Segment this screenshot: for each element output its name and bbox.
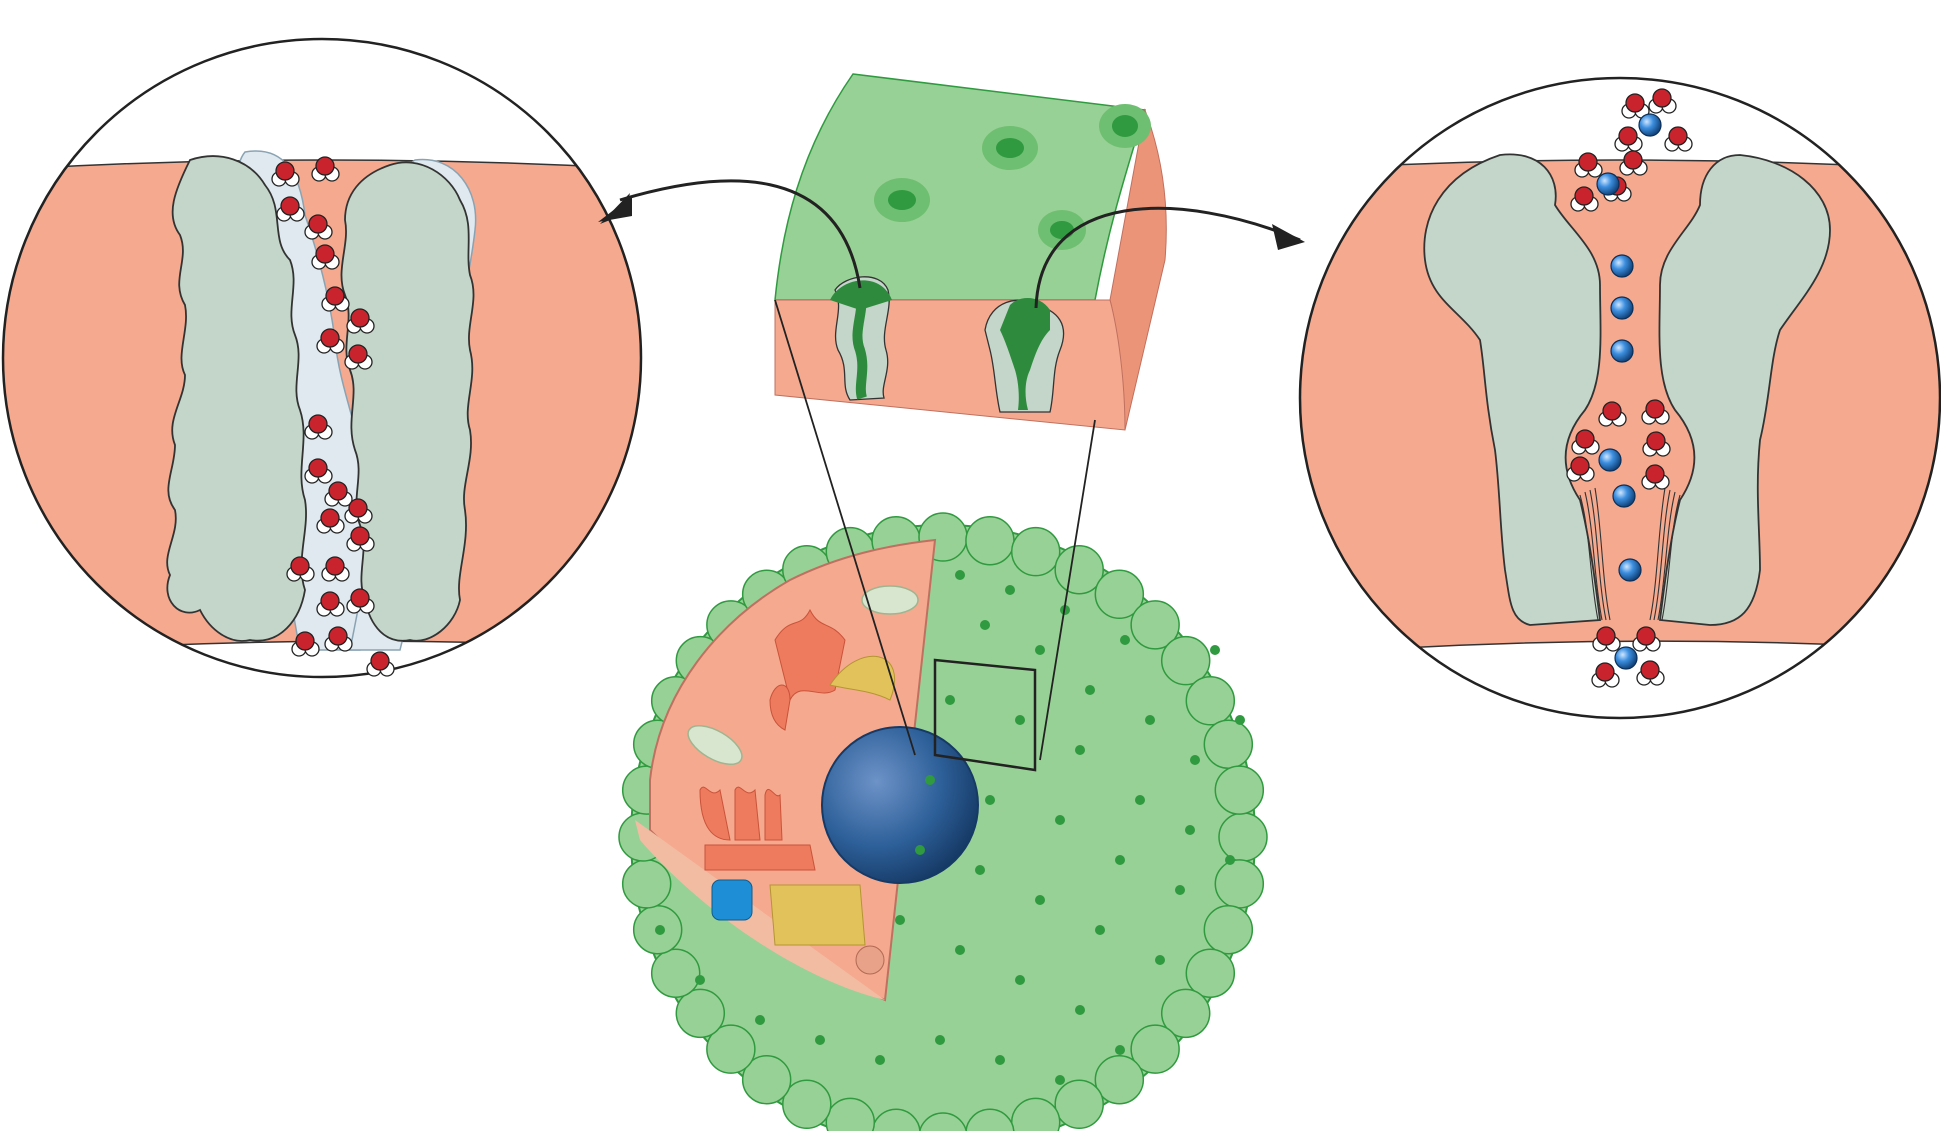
- membrane-protein-dot: [1015, 715, 1025, 725]
- cell-surface-bump: [1203, 904, 1254, 955]
- aquaporin-right-subunit: [340, 161, 475, 642]
- membrane-protein-dot: [1120, 635, 1130, 645]
- cell-surface-bump: [965, 515, 1015, 566]
- cell-surface-bump: [825, 1097, 876, 1131]
- cell-surface-bump: [1160, 635, 1211, 686]
- membrane-protein-dot: [1055, 815, 1065, 825]
- cell-surface-bump: [1094, 1054, 1145, 1105]
- cell-surface-bump: [965, 1108, 1015, 1131]
- cell-surface-bump: [675, 988, 726, 1039]
- membrane-protein-dot: [935, 1035, 945, 1045]
- membrane-protein-dot: [1115, 1045, 1125, 1055]
- aquaporin-left-subunit: [166, 155, 307, 642]
- membrane-protein-dot: [1035, 645, 1045, 655]
- membrane-protein-dot: [1115, 855, 1125, 865]
- membrane-protein-dot: [895, 915, 905, 925]
- membrane-section: [598, 73, 1305, 431]
- ion-channel-zoom: [1298, 76, 1941, 720]
- membrane-protein-dot: [1145, 715, 1155, 725]
- ion-channel-left-subunit: [1423, 153, 1602, 626]
- cell-surface-bump: [1010, 526, 1061, 577]
- extracellular-surface: [774, 73, 1146, 301]
- cell-surface-bump: [1214, 859, 1265, 909]
- cell-surface-bump: [1203, 719, 1254, 770]
- membrane-protein-dot: [1190, 755, 1200, 765]
- cell-surface-bump: [1130, 1024, 1180, 1074]
- membrane-protein-dot: [955, 570, 965, 580]
- cell-surface-bump: [1214, 765, 1265, 815]
- membrane-protein-dot: [955, 945, 965, 955]
- membrane-protein-dot: [925, 775, 935, 785]
- membrane-protein-dot: [1075, 745, 1085, 755]
- cell-surface-bump: [1130, 600, 1180, 650]
- water-channel-zoom: [1, 37, 643, 679]
- membrane-protein-dot: [815, 1035, 825, 1045]
- membrane-protein-dot: [1035, 895, 1045, 905]
- nucleus: [821, 726, 979, 884]
- membrane-protein-dot: [1135, 795, 1145, 805]
- membrane-protein-dot: [1155, 955, 1165, 965]
- cell-surface-bump: [918, 1112, 968, 1131]
- ion-channel-in-membrane: [984, 298, 1065, 413]
- membrane-protein-dot: [915, 845, 925, 855]
- membrane-protein-dot: [655, 925, 665, 935]
- membrane-protein-dot: [1055, 1075, 1065, 1085]
- membrane-protein-dot: [1185, 825, 1195, 835]
- membrane-protein-dot: [875, 1055, 885, 1065]
- membrane-protein-dot: [1015, 975, 1025, 985]
- cell-surface-bump: [1054, 1079, 1104, 1130]
- membrane-protein-dot: [1175, 885, 1185, 895]
- cell-cutaway: [618, 299, 1268, 1131]
- membrane-protein-dot: [995, 1055, 1005, 1065]
- cell-surface-bump: [782, 1079, 832, 1130]
- cell-surface-bump: [1054, 544, 1104, 595]
- cell-surface-bump: [621, 859, 672, 909]
- membrane-protein-dot: [695, 975, 705, 985]
- cell-surface-bump: [1160, 988, 1211, 1039]
- cell-surface-bump: [871, 1108, 921, 1131]
- cell-surface-bump: [741, 1054, 792, 1105]
- aquaporin-in-membrane: [830, 276, 892, 401]
- cell-surface-bump: [1185, 948, 1236, 998]
- membrane-protein-dot: [975, 865, 985, 875]
- membrane-protein-dot: [1075, 1005, 1085, 1015]
- cell-surface-bump: [1218, 812, 1268, 862]
- membrane-protein-dot: [1210, 645, 1220, 655]
- organelles: [687, 585, 979, 975]
- membrane-protein-dot: [1095, 925, 1105, 935]
- membrane-protein-dot: [945, 695, 955, 705]
- membrane-protein-dot: [1225, 855, 1235, 865]
- membrane-protein-dot: [1235, 715, 1245, 725]
- cell-surface-bump: [1094, 569, 1145, 620]
- cell-surface-bump: [650, 948, 701, 998]
- membrane-front: [774, 299, 1126, 431]
- membrane-protein-dot: [985, 795, 995, 805]
- membrane-protein-dot: [1085, 685, 1095, 695]
- membrane-protein-dot: [980, 620, 990, 630]
- cell-surface-bump: [706, 1024, 756, 1074]
- membrane-protein-dot: [1005, 585, 1015, 595]
- membrane-protein-dot: [755, 1015, 765, 1025]
- ion-channel-right-subunit: [1658, 154, 1831, 626]
- cell-surface-bump: [1185, 676, 1236, 726]
